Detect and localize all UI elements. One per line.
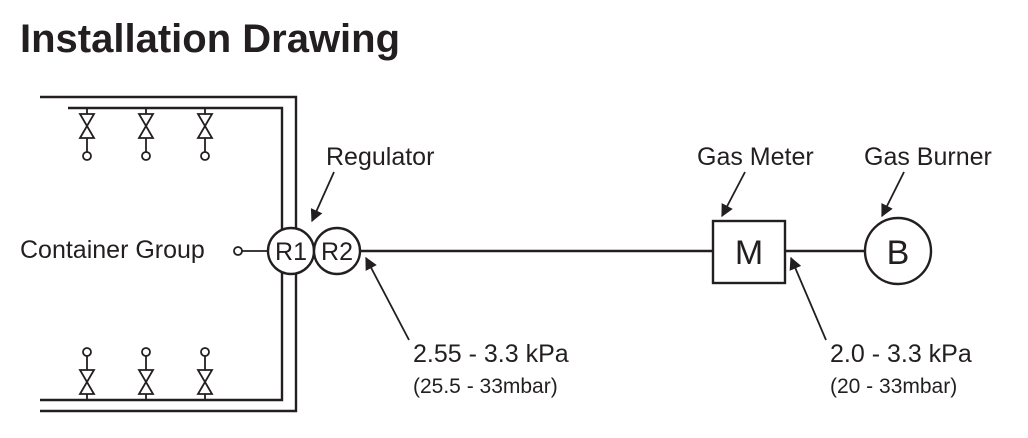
gas-meter-leader xyxy=(721,171,746,218)
regulator-r2-label: R2 xyxy=(321,238,353,266)
gas-burner-leader xyxy=(881,171,905,218)
container-valve xyxy=(137,108,155,161)
container-group-label: Container Group xyxy=(20,236,205,264)
gas-burner-label: Gas Burner xyxy=(864,143,992,171)
gas-burner xyxy=(863,216,933,286)
container-valve xyxy=(137,347,155,400)
container-connector xyxy=(233,246,243,256)
container-valve xyxy=(78,108,96,161)
container-valve xyxy=(78,347,96,400)
regulator-r1-label: R1 xyxy=(275,238,307,266)
container-valve xyxy=(196,108,214,161)
page-title: Installation Drawing xyxy=(20,17,400,61)
burner-pressure-mbar: (20 - 33mbar) xyxy=(830,375,957,398)
supply-pressure-leader xyxy=(365,256,410,341)
gas-meter-label: Gas Meter xyxy=(697,143,814,171)
burner-pressure-kpa: 2.0 - 3.3 kPa xyxy=(830,340,972,368)
supply-pressure-kpa: 2.55 - 3.3 kPa xyxy=(413,340,569,368)
supply-pressure-mbar: (25.5 - 33mbar) xyxy=(413,375,558,398)
regulator-label: Regulator xyxy=(326,143,434,171)
regulator-leader xyxy=(310,171,335,223)
gas-burner-symbol: B xyxy=(887,234,910,272)
container-valve xyxy=(196,347,214,400)
gas-meter-symbol: M xyxy=(735,234,763,272)
burner-pressure-leader xyxy=(789,256,827,341)
